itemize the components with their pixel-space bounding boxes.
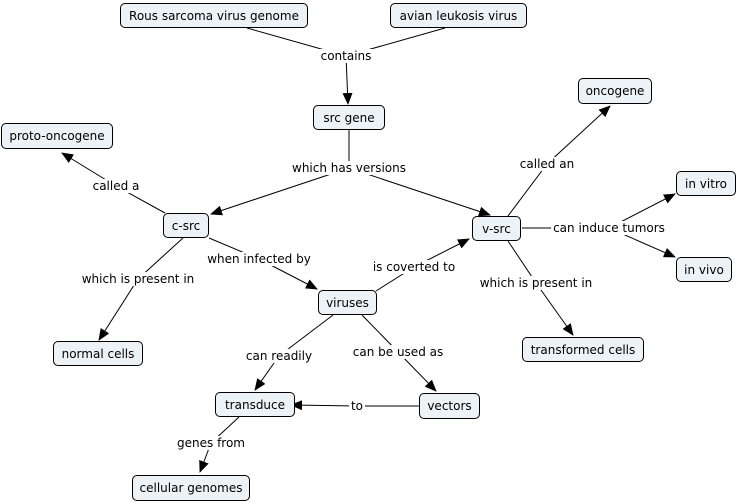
node-normal-cells: normal cells [53, 341, 143, 366]
node-oncogene: oncogene [578, 78, 652, 104]
node-transduce: transduce [215, 392, 295, 417]
link-called-an: called an [517, 157, 577, 171]
connector-called-an-to-oncogene [546, 105, 611, 165]
connector-versions-to-c-src [210, 167, 350, 216]
node-v-src: v-src [472, 216, 521, 241]
node-src-gene: src gene [313, 105, 385, 130]
link-can-be-used-as: can be used as [350, 345, 446, 359]
node-cellular-genomes: cellular genomes [132, 475, 250, 501]
connector-present-c-to-normal [98, 278, 139, 341]
link-which-has-versions: which has versions [290, 161, 408, 175]
node-c-src: c-src [163, 213, 209, 238]
node-in-vitro: in vitro [676, 171, 736, 196]
link-genes-from: genes from [175, 436, 247, 450]
connector-to-to-transduce [290, 400, 358, 411]
node-vectors: vectors [419, 393, 480, 419]
connector-present-v-to-transformed [535, 282, 574, 336]
connector-versions-to-v-src [348, 167, 491, 217]
node-rous-sarcoma-virus-genome: Rous sarcoma virus genome [120, 3, 308, 28]
node-viruses: viruses [318, 290, 377, 315]
node-proto-oncogene: proto-oncogene [1, 123, 113, 149]
node-transformed-cells: transformed cells [522, 337, 644, 362]
link-called-a: called a [90, 179, 142, 193]
link-is-coverted-to: is coverted to [370, 260, 458, 274]
connector-called-an-from-v-src [507, 163, 548, 217]
link-can-readily: can readily [243, 349, 315, 363]
link-which-is-present-in-c: which is present in [79, 272, 197, 286]
node-in-vivo: in vivo [676, 257, 732, 282]
connector-contains-to-src [342, 55, 353, 105]
link-when-infected-by: when infected by [205, 252, 313, 266]
link-which-is-present-in-v: which is present in [477, 276, 595, 290]
link-contains: contains [318, 49, 374, 63]
node-avian-leukosis-virus: avian leukosis virus [390, 3, 527, 28]
link-to: to [348, 399, 366, 413]
link-can-induce-tumors: can induce tumors [551, 221, 667, 235]
